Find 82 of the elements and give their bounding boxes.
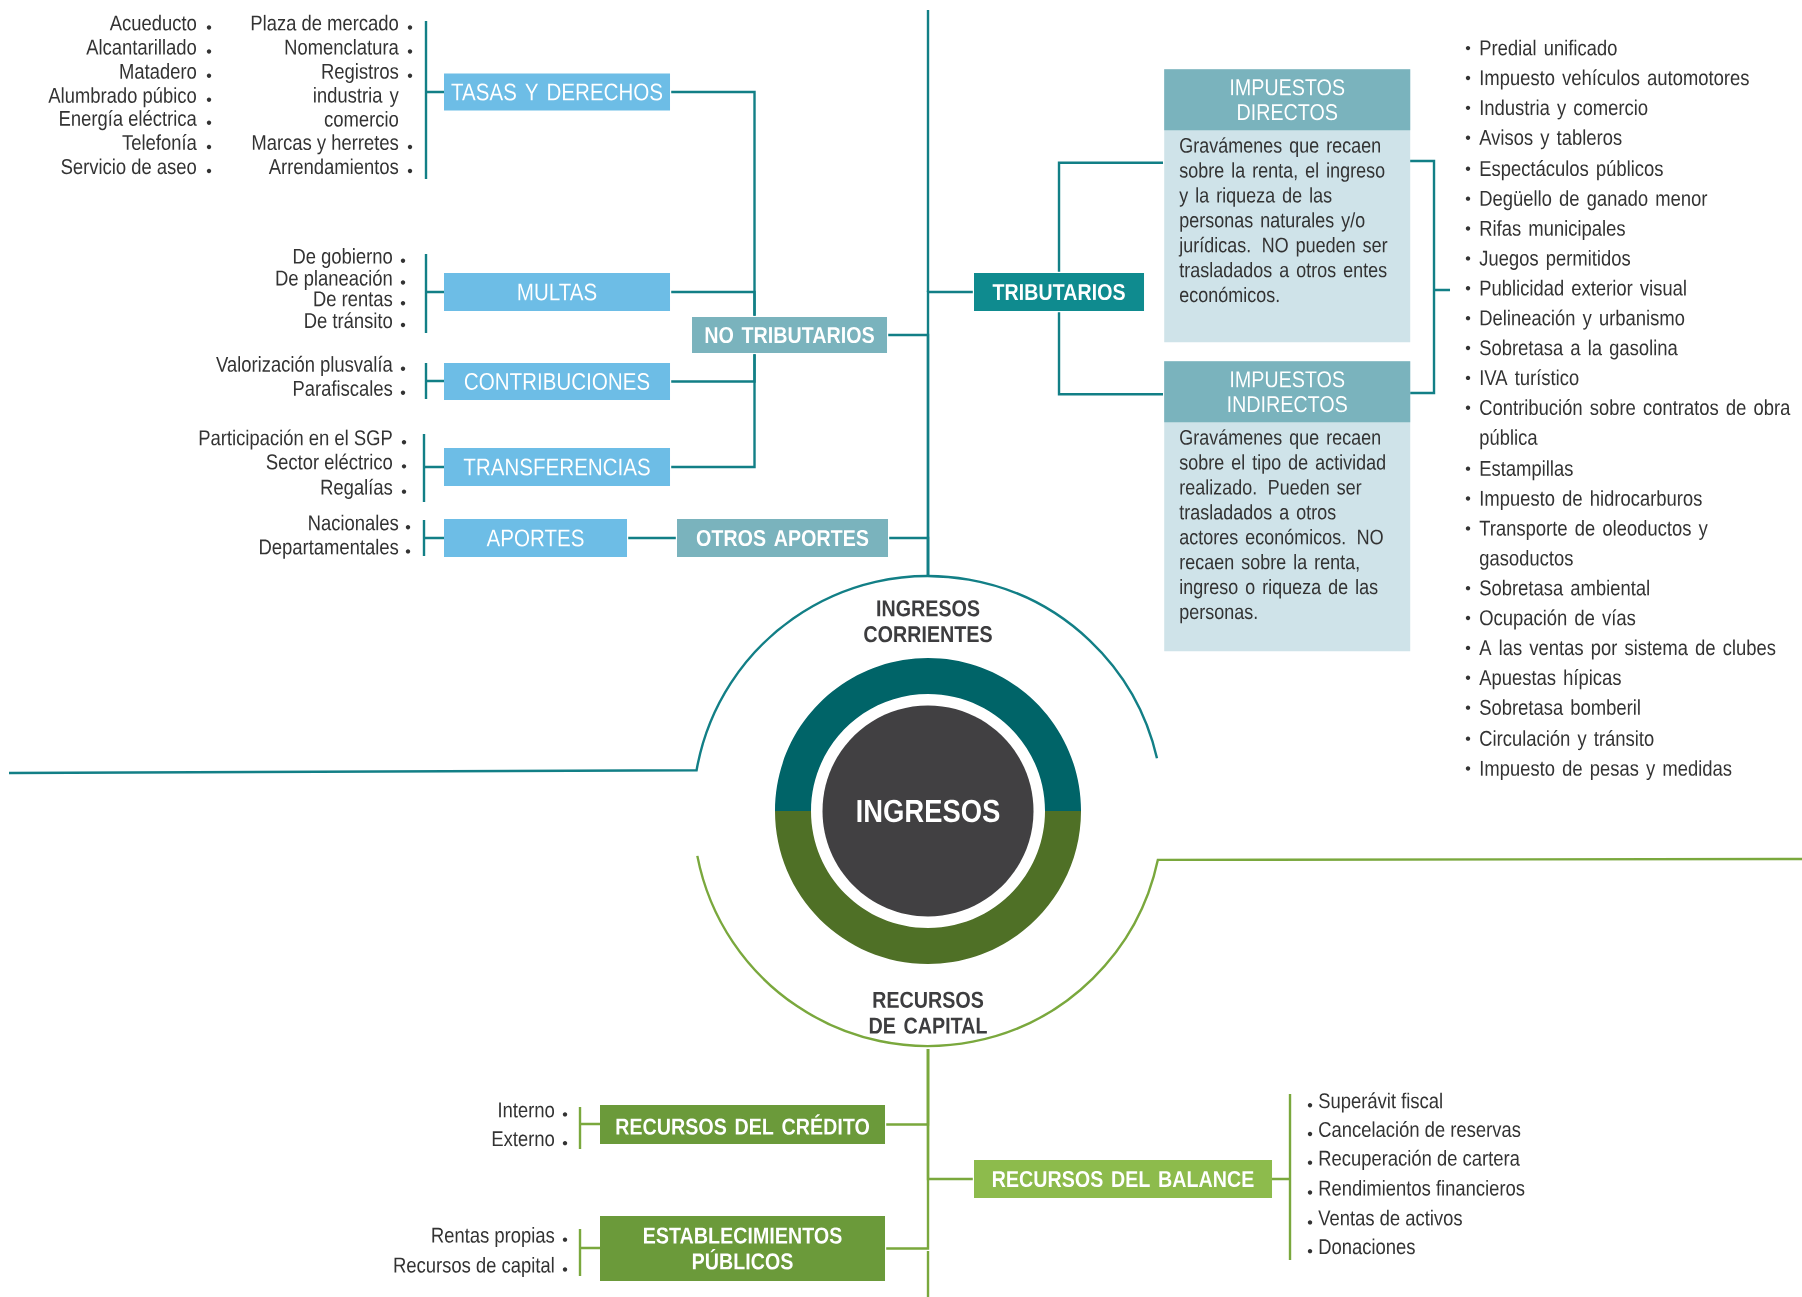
list-item: Matadero xyxy=(120,63,196,79)
list-item: Sector eléctrico xyxy=(266,453,392,470)
list-item: Publicidad exterior visual xyxy=(1480,279,1686,296)
list-item: De rentas xyxy=(314,291,393,307)
list-item: Ocupación de vías xyxy=(1480,609,1636,630)
list-item: Predial unificado xyxy=(1480,39,1617,56)
list-item: IVA turístico xyxy=(1480,369,1579,386)
connector-line xyxy=(671,290,756,316)
list-item: Impuesto vehículos automotores xyxy=(1480,69,1749,90)
connector-line xyxy=(889,536,930,575)
list-item: Sobretasa bomberil xyxy=(1480,699,1640,715)
list-item: Recursos de capital xyxy=(394,1256,554,1277)
list-item: Rentas propias xyxy=(432,1227,555,1248)
category-box: ESTABLECIMIENTOS PÚBLICOS xyxy=(600,1216,885,1281)
list-item: Rifas municipales xyxy=(1480,220,1625,241)
list-item: Degüello de ganado menor xyxy=(1480,190,1708,211)
list-item: Participación en el SGP xyxy=(199,429,392,450)
list-item: Circulación y tránsito xyxy=(1480,730,1654,751)
list-item: Registros industria y comercio xyxy=(314,63,399,127)
list-item: Contribución sobre contratos de obra pública xyxy=(1480,399,1791,450)
list-item: De tránsito xyxy=(305,312,392,329)
subcategory-box: APORTES xyxy=(444,519,627,557)
list-item: Impuesto de pesas y medidas xyxy=(1480,760,1732,781)
connector-line xyxy=(671,354,756,469)
list-item: Ventas de activos xyxy=(1318,1209,1462,1226)
tax-card xyxy=(1164,69,1411,343)
subcategory-box: TASAS Y DERECHOS xyxy=(444,73,670,111)
list-item: Interno xyxy=(499,1102,555,1118)
list-item: Industria y comercio xyxy=(1480,99,1648,120)
card-text: Gravámenes que recaen sobre el tipo de actividad realizado. Pueden ser trasladados a otros actores económicos. NO recaen sobre la renta, ingreso o riqueza de las personas. xyxy=(1179,429,1385,624)
ring-label: RECURSOS DE CAPITAL xyxy=(869,991,987,1034)
list-item: Delineación y urbanismo xyxy=(1480,309,1685,330)
list-item: Plaza de mercado xyxy=(251,14,398,31)
list-item: De gobierno xyxy=(293,248,392,269)
category-box: OTROS APORTES xyxy=(677,519,888,557)
list-item: Apuestas hípicas xyxy=(1479,669,1621,690)
list-item: Cancelación de reservas xyxy=(1319,1121,1521,1138)
list-item: Energía eléctrica xyxy=(60,109,197,131)
list-item: Sobretasa a la gasolina xyxy=(1480,339,1678,360)
list-item: Nomenclatura xyxy=(285,39,399,55)
list-item: Externo xyxy=(492,1131,555,1147)
list-item: Valorización plusvalía xyxy=(216,355,393,377)
list-item: Espectáculos públicos xyxy=(1480,160,1663,181)
subcategory-box: TRANSFERENCIAS xyxy=(444,448,670,486)
list-item: Avisos y tableros xyxy=(1479,129,1622,150)
list-item: Parafiscales xyxy=(294,380,393,396)
tax-card xyxy=(1164,361,1411,652)
list-item: Transporte de oleoductos y gasoductos xyxy=(1479,520,1708,570)
list-item: Superávit fiscal xyxy=(1319,1092,1442,1113)
connector-line xyxy=(1057,161,1163,272)
card-header: IMPUESTOS DIRECTOS xyxy=(1164,69,1411,131)
list-item: Rendimientos financieros xyxy=(1319,1179,1525,1196)
list-item: Estampillas xyxy=(1480,460,1573,481)
list-item: Recuperación de cartera xyxy=(1319,1149,1520,1171)
list-item: A las ventas por sistema de clubes xyxy=(1479,639,1776,660)
ring-label: INGRESOS CORRIENTES xyxy=(864,600,992,643)
list-item: Regalías xyxy=(321,478,393,499)
connector-line xyxy=(886,1049,930,1250)
connector-line xyxy=(628,536,676,540)
card-header: IMPUESTOS INDIRECTOS xyxy=(1164,361,1411,423)
category-box: RECURSOS DEL CRÉDITO xyxy=(600,1105,885,1144)
connector-line xyxy=(1057,312,1163,396)
category-box: RECURSOS DEL BALANCE xyxy=(974,1160,1272,1198)
list-item: Marcas y herretes xyxy=(252,134,399,155)
list-item: Alcantarillado xyxy=(86,39,196,55)
list-item: Nacionales xyxy=(309,514,399,531)
category-box: TRIBUTARIOS xyxy=(974,273,1144,311)
subcategory-box: CONTRIBUCIONES xyxy=(444,363,670,400)
list-item: Acueducto xyxy=(109,14,196,31)
list-item: Sobretasa ambiental xyxy=(1480,579,1649,596)
list-item: Telefonía xyxy=(122,134,197,151)
list-item: Impuesto de hidrocarburos xyxy=(1480,490,1702,511)
list-item: Alumbrado púbico xyxy=(48,87,196,108)
list-item: Servicio de aseo xyxy=(61,158,196,175)
card-text: Gravámenes que recaen sobre la renta, el ingreso y la riqueza de las personas naturales y/o jurídicas. NO pueden ser trasladados a otros entes económicos. xyxy=(1178,137,1388,303)
list-item: Arrendamientos xyxy=(268,158,399,175)
list-item: De planeación xyxy=(276,269,392,290)
subcategory-box: MULTAS xyxy=(444,273,670,311)
list-item: Departamentales xyxy=(260,538,399,559)
category-box: NO TRIBUTARIOS xyxy=(692,317,887,353)
list-item: Donaciones xyxy=(1319,1238,1415,1255)
list-item: Juegos permitidos xyxy=(1479,250,1631,270)
